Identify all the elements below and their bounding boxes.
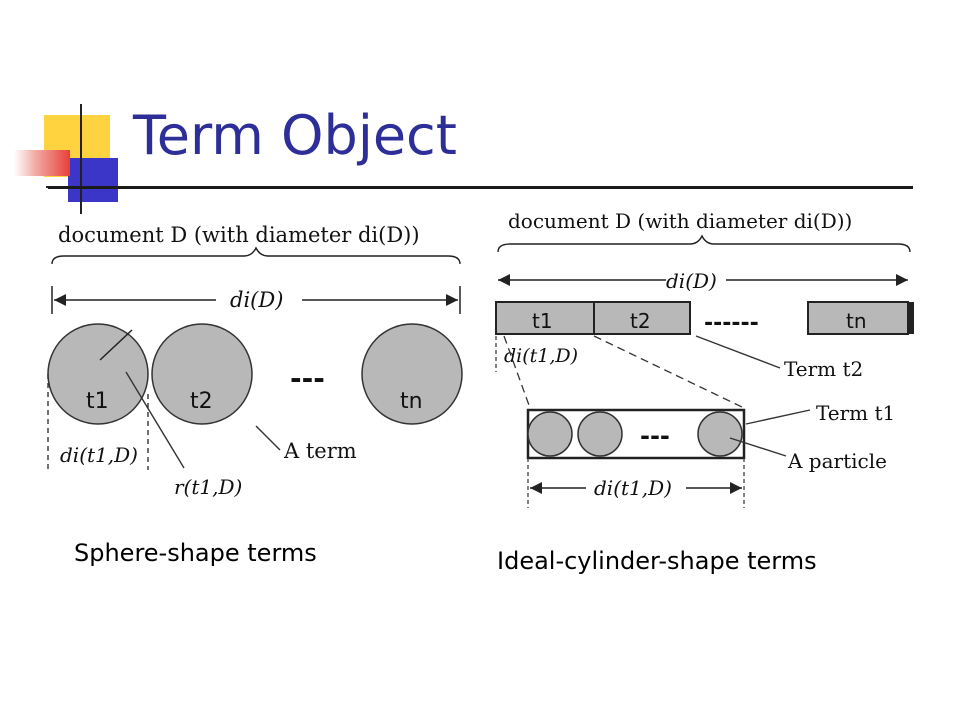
- cylinder-doc-label: document D (with diameter di(D)): [508, 209, 852, 233]
- corner-vertical-line: [80, 104, 82, 214]
- sphere-terms-diagram: document D (with diameter di(D)) di(D) t…: [47, 223, 463, 499]
- cylinder-detail-arrowhead-right: [730, 482, 742, 494]
- cylinder-segment-width-label: di(t1,D): [504, 345, 578, 367]
- cylinder-segment-2: [593, 301, 691, 335]
- title-underline: [48, 186, 913, 189]
- sphere-doc-label: document D (with diameter di(D)): [58, 223, 420, 247]
- sphere-radius-line: [99, 329, 133, 361]
- sphere-ellipsis: ---: [290, 362, 325, 395]
- sphere-radius-label: r(t1,D): [174, 475, 242, 499]
- cylinder-arrowhead-left: [498, 274, 510, 286]
- cylinder-detail-arrowhead-left: [530, 482, 542, 494]
- cylinder-arrowhead-right: [896, 274, 908, 286]
- cylinder-term1-label: Term t1: [816, 401, 895, 425]
- cylinder-segment-1-label: t1: [532, 309, 553, 333]
- particle-ellipsis: ---: [640, 422, 670, 450]
- particle-2: [577, 411, 623, 457]
- cylinder-term2-label: Term t2: [784, 357, 863, 381]
- sphere-radius-leader: [125, 371, 185, 469]
- particle-1: [527, 411, 573, 457]
- cylinder-ellipsis: ------: [704, 311, 759, 336]
- sphere-term-1-label: t1: [86, 389, 109, 414]
- corner-red-bar: [14, 150, 70, 176]
- sphere-term-2-label: t2: [190, 389, 213, 414]
- sphere-term-label: A term: [283, 439, 357, 463]
- cylinder-width-label: di(D): [666, 269, 717, 293]
- cylinder-segment-1: [495, 301, 595, 335]
- cylinder-segment-n-label: tn: [846, 309, 867, 333]
- particle-n: [697, 411, 743, 457]
- cylinder-term2-leader: [695, 335, 781, 369]
- sphere-term-n-label: tn: [400, 389, 423, 414]
- cylinder-doc-brace: [497, 234, 911, 253]
- slide-title: Term Object: [133, 104, 457, 167]
- cylinder-particle-leader: [729, 437, 787, 457]
- sphere-doc-brace: [51, 246, 461, 265]
- sphere-caption: Sphere-shape terms: [74, 539, 317, 567]
- sphere-term-2: [151, 323, 253, 425]
- sphere-arrowhead-right: [446, 294, 458, 306]
- cylinder-caption: Ideal-cylinder-shape terms: [497, 547, 817, 575]
- cylinder-term1-leader: [745, 409, 811, 425]
- cylinder-terms-diagram: document D (with diameter di(D)) di(D) t…: [495, 209, 914, 508]
- sphere-term-leader: [255, 425, 281, 451]
- cylinder-detail-width-label: di(t1,D): [594, 476, 672, 500]
- cylinder-projection-right: [593, 335, 745, 409]
- cylinder-segment-n: [807, 301, 909, 335]
- sphere-width-label: di(D): [230, 288, 283, 312]
- sphere-arrowhead-left: [54, 294, 66, 306]
- sphere-term-n: [361, 323, 463, 425]
- cylinder-end-cap: [908, 302, 914, 334]
- cylinder-segment-2-label: t2: [630, 309, 651, 333]
- corner-blue-square: [68, 158, 118, 202]
- sphere-term-width-label: di(t1,D): [60, 443, 138, 467]
- cylinder-particle-label: A particle: [787, 449, 887, 473]
